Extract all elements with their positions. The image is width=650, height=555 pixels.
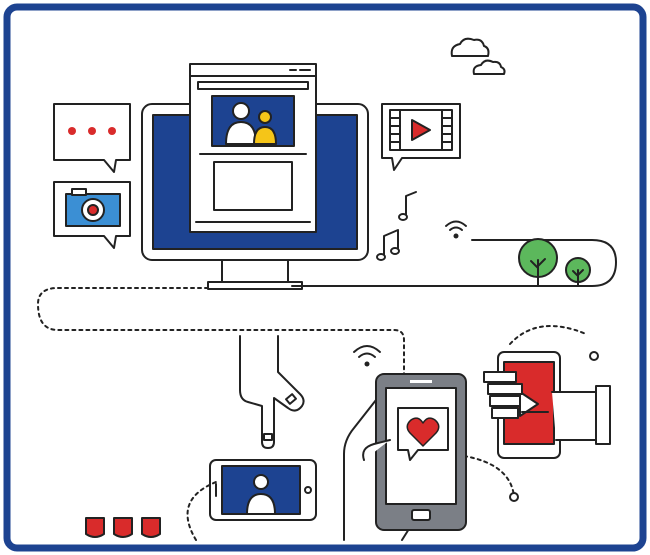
path-line — [291, 239, 617, 287]
chat-bubble-icon — [53, 103, 131, 173]
pointing-hand-icon — [239, 335, 305, 449]
wifi-icon — [445, 220, 467, 239]
video-phone-with-hand — [483, 351, 611, 459]
dotted-arc — [186, 481, 217, 541]
frame-border — [3, 3, 647, 552]
user-avatar-icon — [225, 102, 277, 145]
dotted-arc — [463, 455, 515, 497]
dotted-arc — [509, 325, 587, 345]
video-player-icon — [381, 103, 461, 171]
red-cups — [85, 517, 161, 538]
landscape-phone — [209, 459, 317, 521]
cloud-icon — [450, 37, 506, 75]
music-note-icon — [376, 191, 417, 261]
heart-icon — [406, 417, 440, 447]
hand-holding-phone — [343, 373, 467, 541]
wifi-icon — [353, 345, 381, 367]
camera-icon — [53, 181, 131, 249]
play-icon — [411, 119, 431, 141]
browser-window — [189, 63, 317, 233]
tree-icon — [518, 238, 591, 287]
dotted-connector — [37, 287, 405, 381]
